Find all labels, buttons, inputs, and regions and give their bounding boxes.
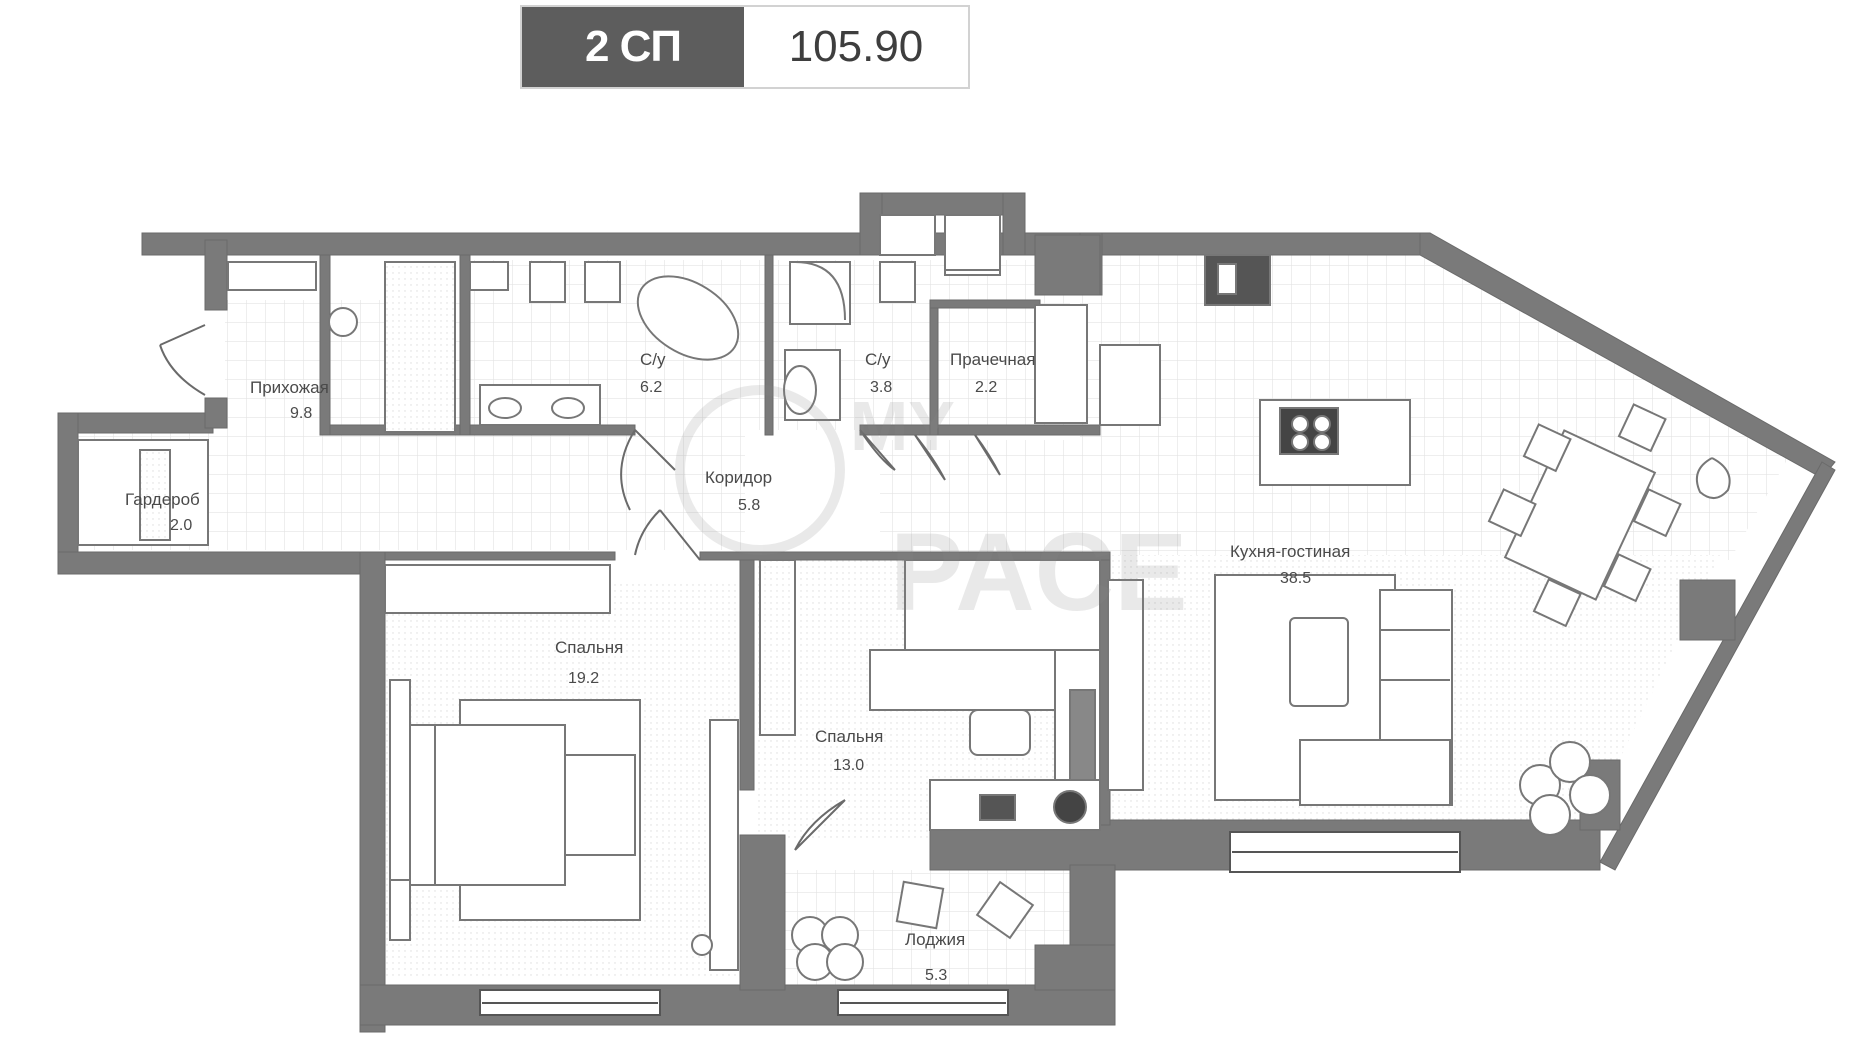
- doors: [159, 324, 1001, 851]
- apartment-badge: 2 СП 105.90: [520, 5, 970, 89]
- watermark: MY PACE: [675, 385, 1187, 634]
- room-area-bathroom2: 3.8: [870, 379, 892, 396]
- room-area-bedroom1: 19.2: [568, 670, 599, 687]
- room-area-laundry: 2.2: [975, 379, 997, 396]
- room-area-loggia: 5.3: [925, 967, 947, 984]
- room-label-loggia: Лоджия: [905, 930, 965, 949]
- room-label-bathroom2: С/у: [865, 350, 891, 369]
- room-label-corridor: Коридор: [705, 468, 772, 487]
- room-label-kitchen: Кухня-гостиная: [1230, 542, 1350, 561]
- room-area-corridor: 5.8: [738, 497, 760, 514]
- fixtures: [77, 214, 1731, 981]
- room-area-bathroom1: 6.2: [640, 379, 662, 396]
- room-label-wardrobe: Гардероб: [125, 490, 200, 509]
- room-label-laundry: Прачечная: [950, 350, 1035, 369]
- room-area-wardrobe: 2.0: [170, 517, 192, 534]
- watermark-top: MY: [850, 387, 955, 465]
- room-area-hallway: 9.8: [290, 405, 312, 422]
- total-area: 105.90: [744, 7, 968, 87]
- watermark-bottom: PACE: [890, 511, 1187, 634]
- room-label-bathroom1: С/у: [640, 350, 666, 369]
- room-area-bedroom2: 13.0: [833, 757, 864, 774]
- room-area-kitchen: 38.5: [1280, 570, 1311, 587]
- walls: [57, 192, 1836, 1033]
- room-labels: Прихожая 9.8 Гардероб 2.0 С/у 6.2 С/у 3.…: [125, 350, 1350, 984]
- room-label-hallway: Прихожая: [250, 378, 329, 397]
- room-label-bedroom1: Спальня: [555, 638, 623, 657]
- apartment-type: 2 СП: [522, 7, 744, 87]
- room-label-bedroom2: Спальня: [815, 727, 883, 746]
